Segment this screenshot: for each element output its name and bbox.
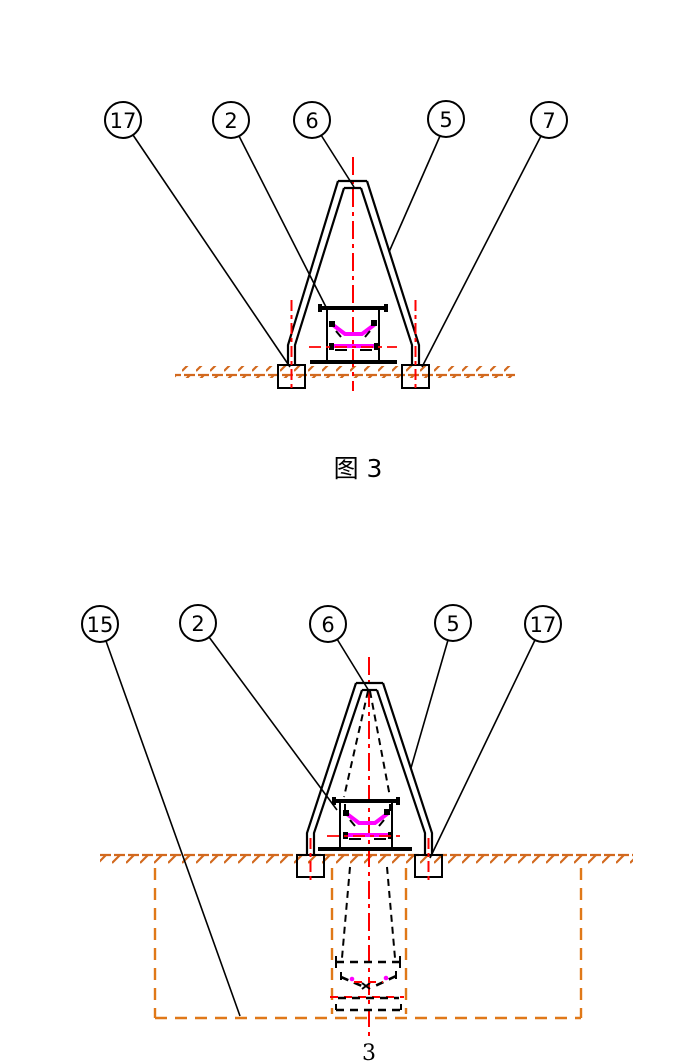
svg-text:5: 5 [439,108,452,132]
svg-text:5: 5 [446,612,459,636]
a-frame [305,681,434,855]
callout-6: 6 [309,605,347,643]
ground-hatch [100,853,633,865]
svg-text:6: 6 [305,109,318,133]
lowered-idler-phantom [330,956,404,1012]
a-frame [286,179,421,365]
underground-ropes-dashed [341,866,396,959]
callout-2: 2 [212,101,250,139]
svg-text:2: 2 [224,109,237,133]
svg-text:2: 2 [191,612,204,636]
idler-box [318,797,412,851]
leader-lines [132,134,542,368]
callout-17: 17 [104,101,142,139]
idler-box [310,304,397,364]
ground-hatch [175,366,515,378]
callout-5: 5 [427,100,465,138]
leader-lines [105,636,536,1017]
base-plate [318,847,412,851]
callout-6: 6 [293,101,331,139]
svg-text:15: 15 [87,613,114,637]
figure4-bottom-label: 3 [362,1041,376,1064]
svg-text:7: 7 [542,109,555,133]
trough-idler [329,320,377,338]
figure-3: 17 2 6 5 7 图 3 [104,100,568,483]
figure-4: 15 2 6 5 17 3 [81,604,633,1064]
callout-5: 5 [434,604,472,642]
figure3-caption: 图 3 [334,454,383,483]
callout-17: 17 [524,605,562,643]
callout-15: 15 [81,605,119,643]
callout-7: 7 [530,101,568,139]
svg-text:6: 6 [321,613,334,637]
svg-text:17: 17 [530,613,557,637]
pit-outline [153,868,583,1020]
trough-idler [343,809,390,827]
flat-idler [329,343,379,351]
svg-text:17: 17 [110,109,137,133]
callout-2: 2 [179,604,217,642]
hoist-ropes-dashed [343,690,391,814]
base-plate [310,360,397,364]
